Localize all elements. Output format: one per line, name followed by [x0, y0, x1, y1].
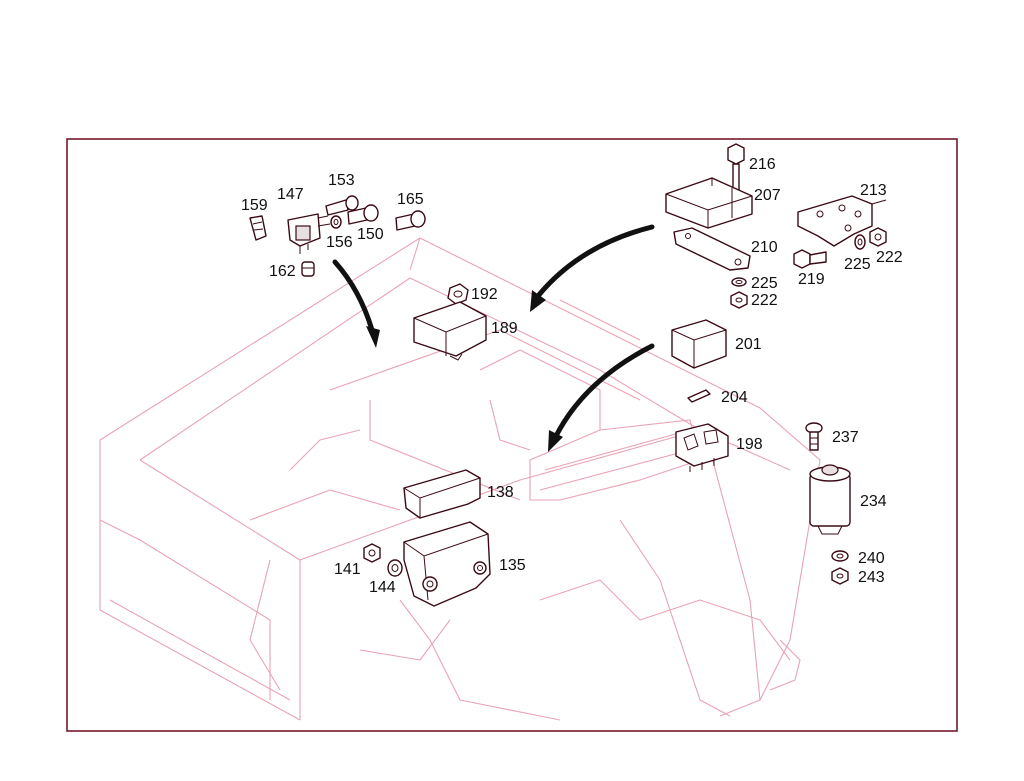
callout-225-left: 225	[751, 275, 778, 292]
callout-240: 240	[858, 550, 885, 567]
callout-192: 192	[471, 286, 498, 303]
part-198-relay-socket	[675, 423, 729, 472]
callout-222-right: 222	[876, 249, 903, 266]
part-204-fuse	[687, 389, 711, 403]
callout-labels: 159 147 153 165 150 156 162 192 189 138 …	[241, 156, 903, 596]
part-138-cover	[403, 469, 481, 519]
pointer-arrows	[332, 224, 655, 452]
arrow-to-component-mount-left	[332, 259, 375, 333]
arrow-to-component-mount-right	[553, 343, 655, 439]
callout-165: 165	[397, 191, 424, 208]
callout-144: 144	[369, 579, 396, 596]
callout-156: 156	[326, 234, 353, 251]
callout-237: 237	[832, 429, 859, 446]
callout-216: 216	[749, 156, 776, 173]
callout-213: 213	[860, 182, 887, 199]
callout-153: 153	[328, 172, 355, 189]
part-201-relay	[671, 319, 727, 369]
callout-198: 198	[736, 436, 763, 453]
part-207-module	[665, 177, 753, 229]
diagram-frame	[66, 138, 958, 732]
part-240-washer	[831, 550, 849, 562]
callout-204: 204	[721, 389, 748, 406]
part-189-control-unit	[413, 301, 487, 361]
part-234-solenoid	[809, 464, 851, 535]
callout-207: 207	[754, 187, 781, 204]
callout-210: 210	[751, 239, 778, 256]
part-153-screw	[325, 195, 359, 216]
part-147-valve	[287, 213, 331, 254]
callout-138: 138	[487, 484, 514, 501]
callout-159: 159	[241, 197, 268, 214]
callout-141: 141	[334, 561, 361, 578]
part-156-washer	[330, 215, 342, 229]
part-165-bolt	[395, 210, 426, 231]
part-210-bracket	[673, 227, 751, 271]
callout-147: 147	[277, 186, 304, 203]
callout-219: 219	[798, 271, 825, 288]
part-135-relay-box	[403, 521, 491, 607]
callout-135: 135	[499, 557, 526, 574]
callout-225-right: 225	[844, 256, 871, 273]
part-144-washer	[387, 559, 403, 577]
part-159-clip	[249, 215, 267, 241]
part-216-bolt	[727, 143, 745, 191]
part-243-nut	[831, 567, 849, 585]
callout-189: 189	[491, 320, 518, 337]
part-150-bolt	[347, 204, 379, 225]
part-222-nut-left	[730, 291, 748, 309]
arrow-to-component-mount-top	[535, 224, 655, 299]
callout-162: 162	[269, 263, 296, 280]
callout-222-left: 222	[751, 292, 778, 309]
part-222-nut-right	[869, 227, 887, 247]
part-237-screw	[805, 422, 823, 451]
part-192-nut	[447, 283, 469, 305]
callout-201: 201	[735, 336, 762, 353]
part-141-nut	[363, 543, 381, 563]
callout-243: 243	[858, 569, 885, 586]
part-225-washer-right	[854, 234, 866, 250]
part-225-washer-left	[731, 277, 747, 287]
callout-234: 234	[860, 493, 887, 510]
part-162-plug	[301, 261, 315, 277]
callout-150: 150	[357, 226, 384, 243]
part-219-bolt	[793, 249, 827, 269]
part-213-bracket-plate	[797, 195, 887, 247]
